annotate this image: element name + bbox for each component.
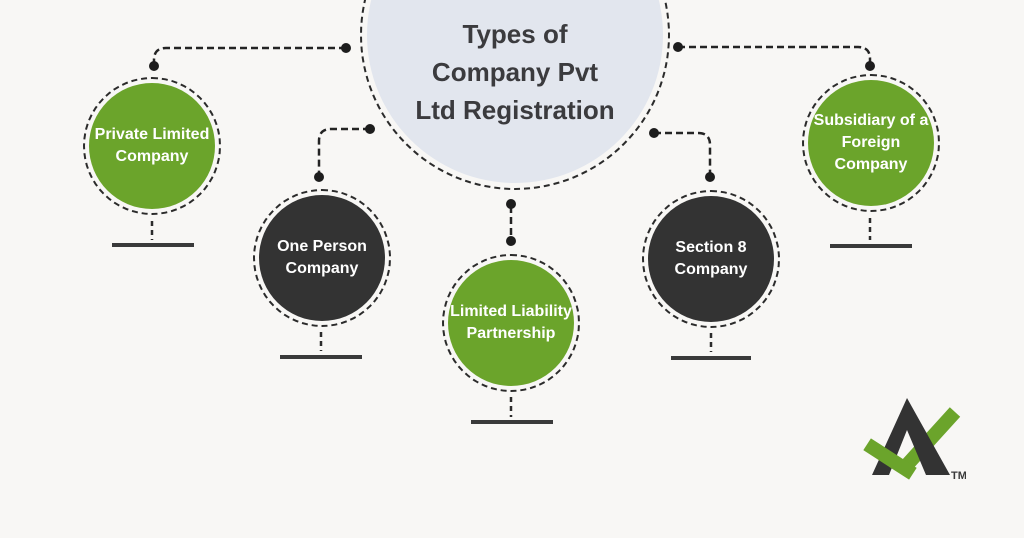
node-stand-bar bbox=[671, 356, 751, 360]
node-label: Private Limited Company bbox=[94, 126, 210, 165]
connector-endpoint-dot bbox=[649, 128, 659, 138]
title-line: Types of bbox=[462, 19, 568, 49]
node-stand-bar bbox=[112, 243, 194, 247]
connector-endpoint-dot bbox=[673, 42, 683, 52]
node-stand-bar bbox=[471, 420, 553, 424]
node-one-person-company: One Person Company bbox=[253, 189, 391, 327]
node-circle-fill: Subsidiary of a Foreign Company bbox=[808, 80, 934, 206]
connector-endpoint-dot bbox=[506, 236, 516, 246]
node-label: Subsidiary of a Foreign Company bbox=[813, 112, 929, 173]
node-section-8-company: Section 8 Company bbox=[642, 190, 780, 328]
brand-logo: TM bbox=[863, 398, 966, 482]
connector-endpoint-dot bbox=[341, 43, 351, 53]
node-circle-fill: One Person Company bbox=[259, 195, 385, 321]
node-label: Section 8 Company bbox=[674, 239, 748, 278]
connector-endpoint-dot bbox=[865, 61, 875, 71]
connector-endpoint-dot bbox=[149, 61, 159, 71]
connector-one-person bbox=[317, 127, 370, 174]
node-circle-fill: Limited Liability Partnership bbox=[448, 260, 574, 386]
node-private-limited-company: Private Limited Company bbox=[83, 77, 221, 215]
central-topic-circle: Types of Company Pvt Ltd Registration bbox=[360, 0, 670, 190]
checkmark-icon bbox=[900, 407, 961, 471]
node-limited-liability-partnership: Limited Liability Partnership bbox=[442, 254, 580, 392]
node-circle-fill: Section 8 Company bbox=[648, 196, 774, 322]
connector-endpoint-dot bbox=[506, 199, 516, 209]
connector-section-8 bbox=[654, 131, 712, 174]
title-line: Ltd Registration bbox=[415, 95, 615, 125]
node-label: Limited Liability Partnership bbox=[450, 303, 572, 342]
connector-endpoint-dot bbox=[314, 172, 324, 182]
connector-subsidiary bbox=[678, 45, 872, 63]
connector-endpoint-dot bbox=[705, 172, 715, 182]
trademark-symbol: TM bbox=[951, 470, 966, 482]
diagram-title: Types of Company Pvt Ltd Registration bbox=[367, 15, 663, 129]
checkmark-icon bbox=[863, 438, 917, 480]
node-stand-bar bbox=[280, 355, 362, 359]
node-circle-fill: Private Limited Company bbox=[89, 83, 215, 209]
node-subsidiary-of-foreign-company: Subsidiary of a Foreign Company bbox=[802, 74, 940, 212]
central-circle-fill: Types of Company Pvt Ltd Registration bbox=[367, 0, 663, 183]
node-label: One Person Company bbox=[277, 238, 367, 277]
connector-private-limited bbox=[152, 46, 346, 63]
node-stand-bar bbox=[830, 244, 912, 248]
title-line: Company Pvt bbox=[431, 57, 599, 87]
